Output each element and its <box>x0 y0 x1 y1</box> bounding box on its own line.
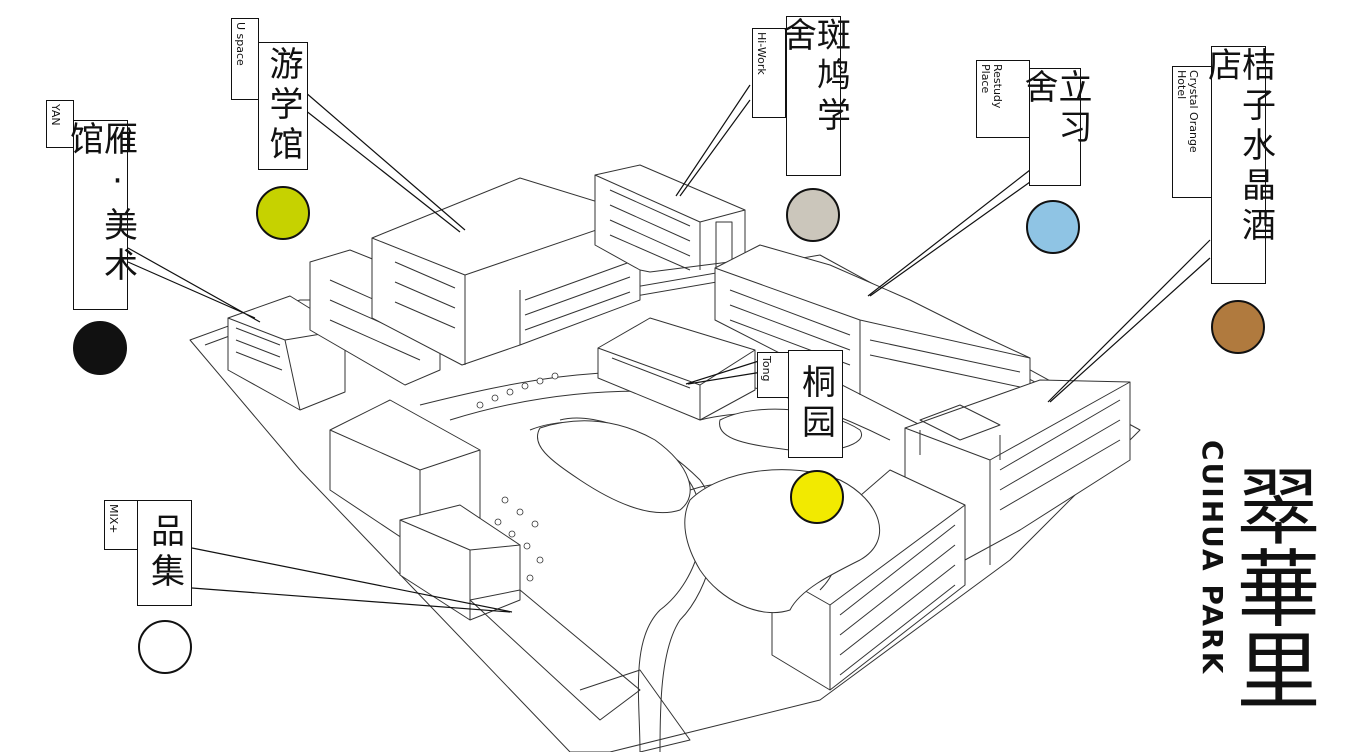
crystal-cn-tag: 桔子水晶酒店 <box>1202 46 1276 284</box>
leader-uspace <box>304 91 466 233</box>
mix-color-dot <box>138 620 192 674</box>
brand-cn-title: 翠華里 <box>1223 463 1321 709</box>
tong-building <box>597 317 756 421</box>
tong-en-label: Tong <box>760 356 774 382</box>
yan-color-dot <box>73 321 127 375</box>
lawn-left <box>537 420 691 514</box>
leader-mix <box>191 547 513 613</box>
hiwork-en-tag: Hi-Work <box>752 28 786 118</box>
leader-yan <box>127 247 261 323</box>
uspace-en-label: U space <box>234 22 248 66</box>
hiwork-building <box>594 164 746 273</box>
tong-en-tag: Tong <box>757 352 789 398</box>
brand-en-title: CUIHUA PARK <box>1196 440 1229 676</box>
yan-cn-tag: 雁·美术馆 <box>64 120 138 310</box>
leader-restudy <box>867 169 1031 297</box>
crystal-color-dot <box>1211 300 1265 354</box>
hiwork-cn-tag: 斑鸠学舍 <box>777 16 851 176</box>
uspace-cn-tag: 游学馆 <box>258 42 308 170</box>
mix-en-tag: MIX+ <box>104 500 138 550</box>
leader-hiwork <box>675 84 751 197</box>
restudy-en-tag: Restudy Place <box>976 60 1030 138</box>
restudy-cn-tag: 立习舍 <box>1018 68 1092 186</box>
tong-color-dot <box>790 470 844 524</box>
uspace-building <box>371 177 641 366</box>
leader-tong <box>685 359 763 385</box>
yan-en-tag: YAN <box>46 100 74 148</box>
crystal-en-tag: Crystal Orange Hotel <box>1172 66 1212 198</box>
uspace-en-tag: U space <box>231 18 259 100</box>
restudy-building <box>714 244 1031 431</box>
mix-en-label: MIX+ <box>107 504 121 534</box>
leader-crystal <box>1047 239 1211 403</box>
hiwork-en-label: Hi-Work <box>755 32 769 75</box>
uspace-color-dot <box>256 186 310 240</box>
hiwork-color-dot <box>786 188 840 242</box>
crystal-en-label: Crystal Orange Hotel <box>1175 70 1201 153</box>
yan-en-label: YAN <box>49 104 63 126</box>
tong-cn-tag: 桐园 <box>788 350 843 458</box>
restudy-color-dot <box>1026 200 1080 254</box>
mix-cn-tag: 品集 <box>137 500 192 606</box>
restudy-en-label: Restudy Place <box>979 64 1005 109</box>
